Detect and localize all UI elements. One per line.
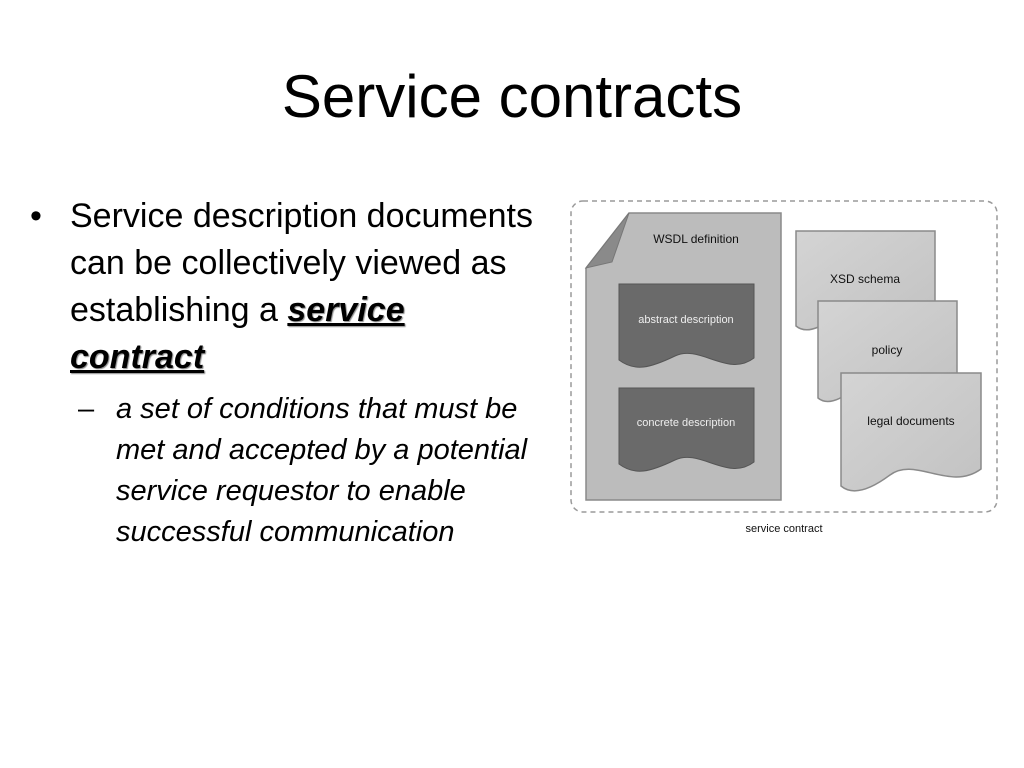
- slide-title: Service contracts: [281, 63, 743, 130]
- contract-boundary: [570, 200, 998, 513]
- policy-label: policy: [872, 343, 903, 357]
- diagram-caption: service contract: [745, 523, 822, 535]
- concrete-description-doc: concrete description: [618, 387, 755, 472]
- bullet-dot: •: [30, 197, 42, 235]
- legal-label: legal documents: [867, 414, 954, 428]
- sub-bullet-dash: –: [78, 393, 95, 425]
- concrete-label: concrete description: [637, 417, 735, 429]
- abstract-description-doc: abstract description: [618, 283, 755, 368]
- wsdl-label: WSDL definition: [653, 232, 739, 246]
- bullet-emphasis: service contract: [70, 291, 405, 376]
- sub-bullet-text: a set of conditions that must be met and…: [116, 393, 528, 548]
- bullet-text: Service description documents can be col…: [70, 197, 534, 329]
- sub-bullet-item: – a set of conditions that must be met a…: [28, 389, 548, 553]
- abstract-label: abstract description: [638, 314, 733, 326]
- bullet-item: • Service description documents can be c…: [28, 193, 548, 381]
- legal-documents-doc: legal documents: [840, 372, 982, 492]
- xsd-label: XSD schema: [830, 272, 900, 286]
- bullet-list: • Service description documents can be c…: [28, 193, 548, 553]
